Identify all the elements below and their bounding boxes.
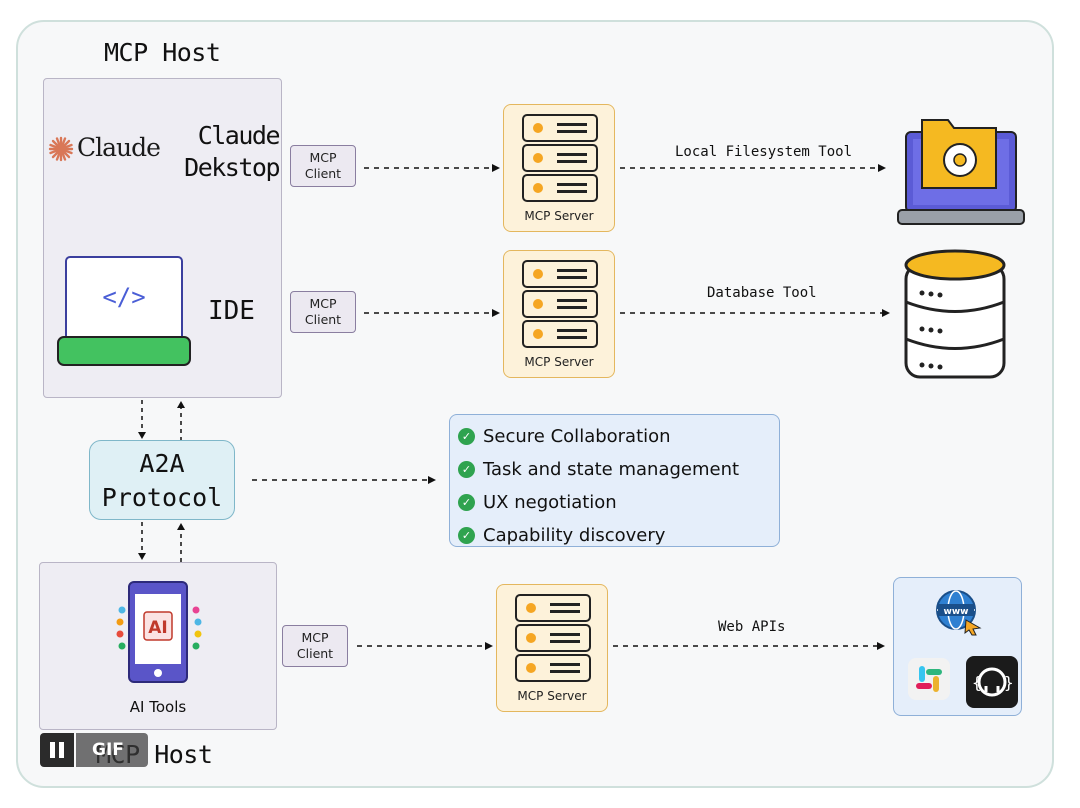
check-icon: ✓ (458, 527, 475, 544)
server-rack-icon (522, 260, 598, 348)
client-server-arrow-3 (357, 642, 493, 650)
feature-item: ✓ Capability discovery (458, 519, 779, 552)
ai-badge-text: AI (148, 618, 167, 638)
feature-label: Task and state management (483, 459, 740, 480)
tool-label-database: Database Tool (707, 285, 817, 301)
client-line2: Client (304, 166, 342, 181)
a2a-line1: A2A (139, 449, 185, 478)
check-icon: ✓ (458, 494, 475, 511)
globe-www-icon: www (936, 590, 982, 636)
claude-starburst-icon (48, 136, 74, 162)
feature-item: ✓ Secure Collaboration (458, 420, 779, 453)
slack-icon (908, 658, 950, 700)
svg-text:{: { (972, 673, 982, 692)
mcp-server-1: MCP Server (503, 104, 615, 232)
check-icon: ✓ (458, 428, 475, 445)
a2a-protocol-box: A2A Protocol (89, 440, 235, 520)
host-a2a-arrows-bottom (138, 522, 185, 562)
server-tool-arrow-2 (620, 309, 890, 317)
claude-desktop-label: Claude Dekstop (175, 120, 281, 184)
ai-phone-icon: AI (116, 581, 202, 683)
check-icon: ✓ (458, 461, 475, 478)
server-label: MCP Server (524, 209, 594, 223)
feature-label: Secure Collaboration (483, 426, 671, 447)
client-line1: MCP (309, 296, 337, 311)
ide-laptop-icon: </> (57, 256, 191, 366)
claude-desktop-line2: Dekstop (184, 153, 280, 182)
mcp-server-2: MCP Server (503, 250, 615, 378)
server-tool-arrow-1 (620, 164, 886, 172)
ide-code-glyph: </> (102, 283, 145, 311)
a2a-line2: Protocol (101, 483, 223, 512)
ai-tools-label: AI Tools (129, 698, 187, 716)
svg-text:}: } (1004, 673, 1014, 692)
client-line1: MCP (301, 630, 329, 645)
client-line2: Client (304, 312, 342, 327)
server-label: MCP Server (517, 689, 587, 703)
a2a-features-box: ✓ Secure Collaboration ✓ Task and state ma… (449, 414, 780, 547)
gif-player-controls[interactable]: GIF (40, 733, 148, 767)
feature-label: Capability discovery (483, 525, 666, 546)
a2a-to-features-arrow (252, 476, 436, 484)
laptop-folder-icon (897, 119, 1025, 225)
server-tool-arrow-3 (613, 642, 885, 650)
pause-icon[interactable] (40, 733, 74, 767)
mcp-host-title-top: MCP Host (104, 38, 221, 67)
server-label: MCP Server (524, 355, 594, 369)
claude-logo-text: Claude (77, 133, 161, 162)
server-rack-icon (522, 114, 598, 202)
server-rack-icon (515, 594, 591, 682)
ide-label: IDE (208, 296, 255, 326)
gif-badge: GIF (76, 733, 148, 767)
feature-label: UX negotiation (483, 492, 617, 513)
github-icon: { } (966, 656, 1018, 708)
svg-text:www: www (944, 607, 969, 617)
client-server-arrow-2 (364, 309, 500, 317)
database-icon (904, 249, 1006, 379)
feature-item: ✓ Task and state management (458, 453, 779, 486)
client-line2: Client (296, 646, 334, 661)
client-line1: MCP (309, 150, 337, 165)
feature-item: ✓ UX negotiation (458, 486, 779, 519)
tool-label-web-apis: Web APIs (718, 619, 786, 635)
web-apis-icon: www { } (893, 577, 1022, 716)
tool-label-filesystem: Local Filesystem Tool (675, 144, 853, 160)
client-server-arrow-1 (364, 164, 500, 172)
mcp-server-3: MCP Server (496, 584, 608, 712)
host-a2a-arrows-top (138, 400, 185, 441)
claude-desktop-line1: Claude (197, 121, 281, 150)
